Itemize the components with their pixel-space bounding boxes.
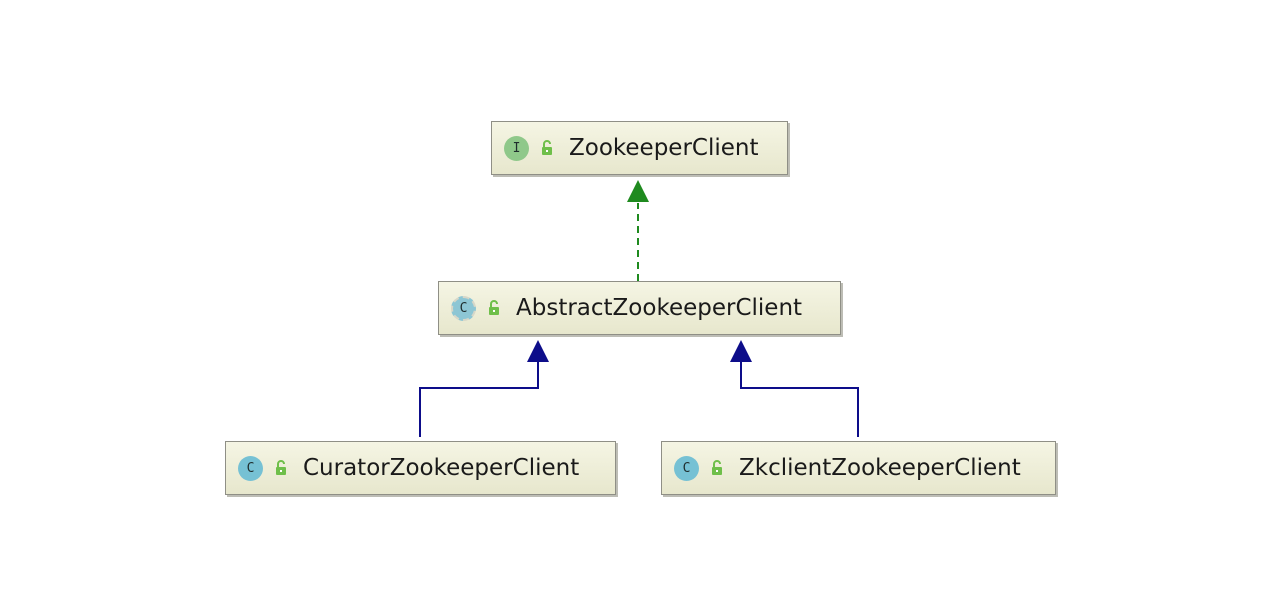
node-zkclient-zookeeper-client[interactable]: C ZkclientZookeeperClient [661, 441, 1056, 495]
interface-icon: I [504, 135, 529, 161]
class-icon: C [238, 455, 263, 481]
extends-edge-curator-line [419, 362, 539, 437]
node-label: AbstractZookeeperClient [516, 294, 803, 321]
abstract-class-icon: C [451, 295, 476, 321]
extends-edge-zkclient-line [740, 362, 859, 437]
public-lock-icon [489, 300, 499, 315]
extends-curator-arrowhead [527, 340, 549, 362]
implements-edge [627, 180, 649, 281]
public-lock-icon [712, 460, 722, 475]
public-lock-icon [276, 460, 286, 475]
node-zookeeper-client[interactable]: I ZookeeperClient [491, 121, 788, 175]
implements-arrowhead [627, 180, 649, 202]
node-label: ZookeeperClient [569, 134, 759, 161]
node-abstract-zookeeper-client[interactable]: C AbstractZookeeperClient [438, 281, 841, 335]
node-label: CuratorZookeeperClient [303, 454, 580, 481]
node-label: ZkclientZookeeperClient [739, 454, 1021, 481]
node-curator-zookeeper-client[interactable]: C CuratorZookeeperClient [225, 441, 616, 495]
extends-edge-curator [419, 340, 549, 437]
extends-zkclient-arrowhead [730, 340, 752, 362]
class-icon: C [674, 455, 699, 481]
extends-edge-zkclient [730, 340, 859, 437]
public-lock-icon [542, 140, 552, 155]
